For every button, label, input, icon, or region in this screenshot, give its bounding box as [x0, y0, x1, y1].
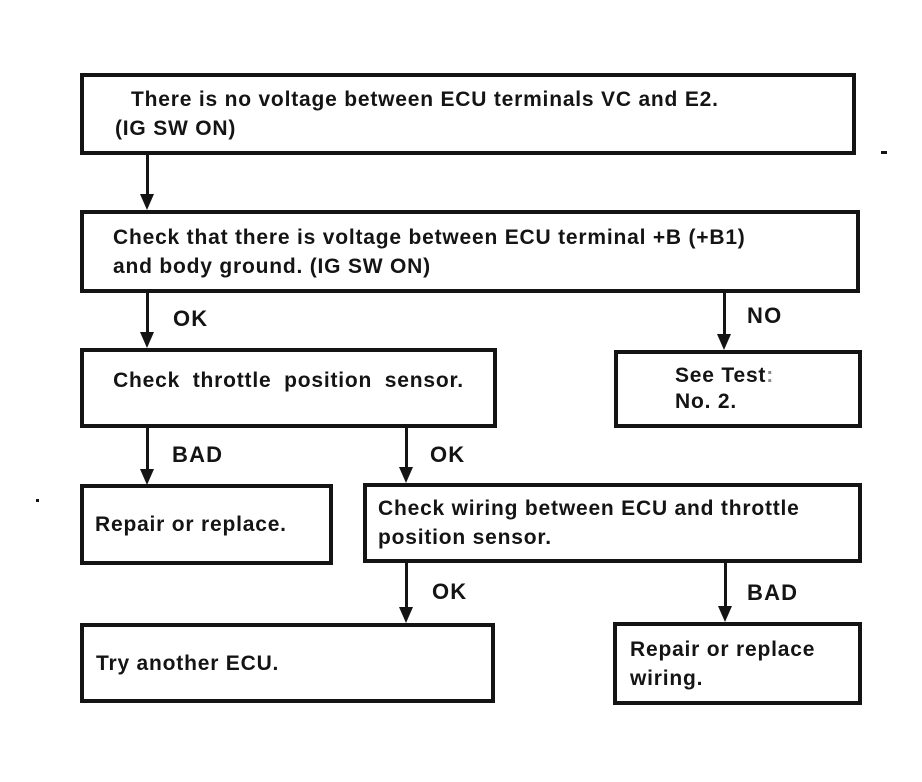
edge-label-ok: OK	[432, 579, 468, 604]
flow-node-check-wiring: Check wiring between ECU and throttle po…	[363, 483, 862, 563]
edge-label-bad: BAD	[172, 442, 224, 467]
arrowhead-icon	[140, 332, 154, 348]
node-text-line: There is no voltage between ECU terminal…	[131, 88, 719, 111]
node-text-line: Try another ECU.	[96, 651, 280, 675]
node-text-line: Check wiring between ECU and throttle	[378, 497, 800, 520]
node-text-line: Check that there is voltage between ECU …	[113, 225, 746, 249]
arrowhead-icon	[399, 467, 413, 483]
connector-line	[724, 563, 727, 607]
arrowhead-icon	[718, 606, 732, 622]
node-text-line: wiring.	[630, 666, 704, 690]
flow-node-see-test-no-2: See Test: No. 2.	[614, 350, 862, 428]
connector-line	[146, 428, 149, 470]
flow-node-repair-or-replace: Repair or replace.	[80, 484, 333, 565]
arrowhead-icon	[399, 607, 413, 623]
node-text-line: No. 2.	[675, 390, 737, 413]
node-text-line: position sensor.	[378, 526, 552, 549]
ink-speck	[36, 499, 39, 502]
connector-line	[723, 293, 726, 335]
node-text-line: and body ground. (IG SW ON)	[113, 254, 431, 278]
flow-node-repair-or-replace-wiring: Repair or replace wiring.	[613, 622, 862, 705]
flow-node-check-b-voltage: Check that there is voltage between ECU …	[80, 210, 860, 293]
ink-speck	[881, 151, 887, 154]
arrowhead-icon	[717, 334, 731, 350]
node-text-line: Repair or replace.	[95, 513, 287, 536]
edge-label-no: NO	[747, 303, 783, 328]
node-text-line: (IG SW ON)	[115, 117, 237, 140]
connector-line	[146, 293, 149, 333]
arrowhead-icon	[140, 194, 154, 210]
connector-line	[405, 563, 408, 608]
connector-line	[405, 428, 408, 468]
edge-label-ok: OK	[430, 442, 466, 467]
node-text-line: Check throttle position sensor.	[113, 368, 464, 392]
edge-label-bad: BAD	[747, 580, 799, 605]
flow-node-problem-statement: There is no voltage between ECU terminal…	[80, 73, 856, 155]
connector-line	[146, 155, 149, 195]
node-text-line: Repair or replace	[630, 637, 816, 661]
scan-artifact-colon: :	[766, 364, 775, 387]
arrowhead-icon	[140, 469, 154, 485]
node-text-line: See Test:	[675, 364, 775, 387]
edge-label-ok: OK	[173, 306, 209, 331]
flow-node-check-throttle-position-sensor: Check throttle position sensor.	[80, 348, 497, 428]
flow-node-try-another-ecu: Try another ECU.	[80, 623, 495, 703]
